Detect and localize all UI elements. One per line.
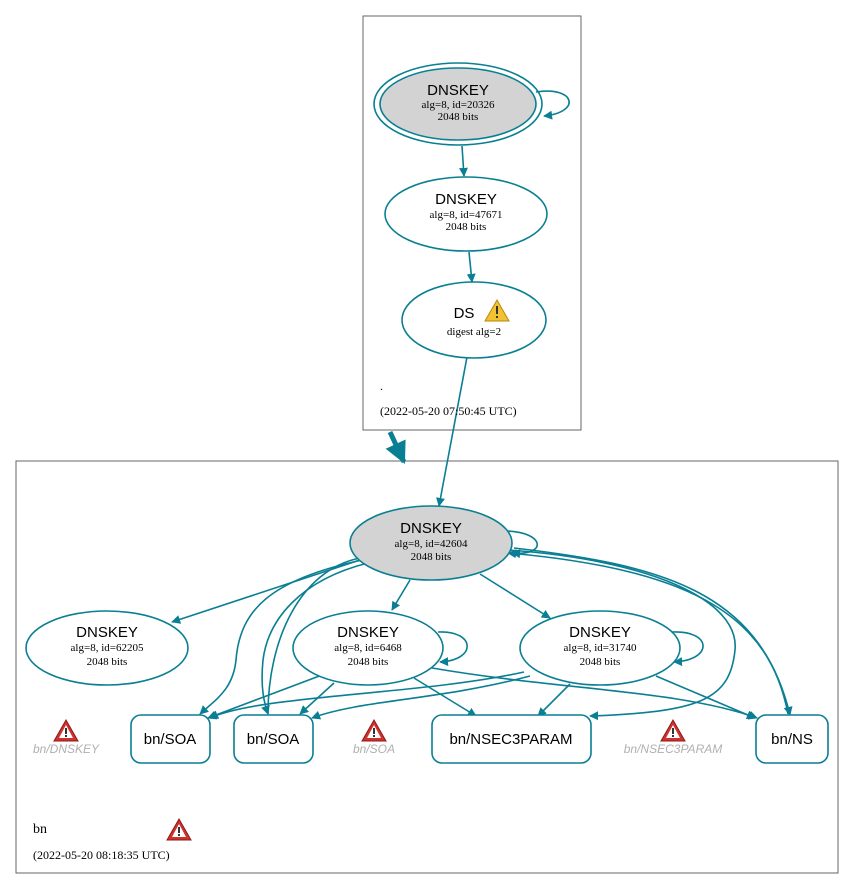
edge-6468-self: [437, 631, 468, 667]
node-detail: 2048 bits: [446, 221, 487, 233]
node-detail: alg=8, id=62205: [71, 642, 144, 654]
node-title: DNSKEY: [427, 82, 489, 99]
rrset-label: bn/SOA: [144, 731, 197, 748]
edge-soa-b-to-ksk: [267, 557, 361, 715]
edge-ds-to-bn-ksk: [436, 356, 468, 507]
node-bn-dnskey-6468[interactable]: DNSKEY alg=8, id=6468 2048 bits: [292, 610, 444, 686]
node-detail: alg=8, id=42604: [395, 538, 468, 550]
node-detail: alg=8, id=6468: [334, 642, 402, 654]
error-icon: [660, 718, 686, 742]
edge-31740-to-soa-b: [311, 675, 531, 720]
edge-31740-to-soa-a: [209, 671, 525, 719]
node-title: DNSKEY: [435, 191, 497, 208]
missing-label: bn/NSEC3PARAM: [624, 742, 722, 756]
node-title: DNSKEY: [400, 520, 462, 537]
rrset-label: bn/NS: [771, 731, 813, 748]
edge-root-ksk-to-zsk: [458, 145, 468, 177]
node-title: DS: [454, 305, 475, 322]
node-detail: 2048 bits: [580, 656, 621, 668]
node-missing-nsec3param[interactable]: bn/NSEC3PARAM: [624, 718, 722, 756]
error-icon: [53, 718, 79, 742]
node-missing-dnskey[interactable]: bn/DNSKEY: [33, 718, 100, 756]
node-detail: 2048 bits: [87, 656, 128, 668]
node-detail: 2048 bits: [411, 551, 452, 563]
bn-zone-box: [15, 460, 839, 874]
edge-ksk-to-soa-a: [199, 559, 363, 715]
edge-ksk-self: [505, 530, 538, 559]
node-detail: alg=8, id=20326: [422, 99, 495, 111]
node-detail: 2048 bits: [438, 111, 479, 123]
edge-31740-to-ns: [655, 675, 756, 719]
edge-root-zsk-to-ds: [466, 251, 476, 283]
error-icon: [166, 817, 192, 841]
error-icon: [361, 718, 387, 742]
node-detail: alg=8, id=31740: [564, 642, 637, 654]
edge-ksk-to-nsec3param: [507, 549, 736, 721]
node-bn-dnskey-31740[interactable]: DNSKEY alg=8, id=31740 2048 bits: [519, 610, 681, 686]
node-title: DNSKEY: [337, 624, 399, 641]
edge-ns-to-ksk: [507, 549, 789, 715]
node-detail: alg=8, id=47671: [430, 209, 503, 221]
node-title: DNSKEY: [569, 624, 631, 641]
edge-31740-to-nsec3param: [537, 683, 571, 717]
zone-timestamp: (2022-05-20 07:50:45 UTC): [380, 404, 517, 418]
zone-timestamp: (2022-05-20 08:18:35 UTC): [33, 848, 170, 862]
edge-31740-self: [671, 631, 704, 667]
edge-ksk-to-6468: [391, 579, 411, 611]
node-bn-nsec3param[interactable]: bn/NSEC3PARAM: [431, 714, 592, 764]
node-root-dnskey-zsk[interactable]: DNSKEY alg=8, id=47671 2048 bits: [384, 176, 548, 252]
edge-6468-to-ns: [431, 667, 758, 720]
node-bn-dnskey-42604[interactable]: DNSKEY alg=8, id=42604 2048 bits: [349, 505, 513, 581]
delegation-edge: [385, 430, 407, 464]
node-detail: 2048 bits: [348, 656, 389, 668]
node-root-dnskey-ksk[interactable]: DNSKEY alg=8, id=20326 2048 bits: [373, 62, 543, 146]
edge-root-ksk-self: [535, 90, 570, 120]
zone-name: bn: [33, 822, 47, 837]
node-title: DNSKEY: [76, 624, 138, 641]
edge-ksk-to-soa-b: [261, 562, 369, 715]
edge-ksk-to-31740: [479, 573, 551, 619]
node-bn-soa-a[interactable]: bn/SOA: [130, 714, 211, 764]
edge-6468-to-soa-a: [207, 674, 323, 720]
edge-6468-to-nsec3param: [413, 677, 477, 717]
node-root-ds[interactable]: DS digest alg=2: [401, 281, 547, 359]
zone-name: .: [380, 379, 383, 393]
node-bn-dnskey-62205[interactable]: DNSKEY alg=8, id=62205 2048 bits: [25, 610, 189, 686]
rrset-label: bn/SOA: [247, 731, 300, 748]
missing-label: bn/DNSKEY: [33, 742, 100, 756]
rrset-label: bn/NSEC3PARAM: [449, 731, 572, 748]
warning-icon: [484, 298, 510, 322]
node-bn-ns[interactable]: bn/NS: [755, 714, 829, 764]
root-zone-box: [362, 15, 582, 431]
missing-label: bn/SOA: [353, 742, 395, 756]
node-missing-soa[interactable]: bn/SOA: [353, 718, 395, 756]
node-detail: digest alg=2: [447, 326, 501, 338]
node-bn-soa-b[interactable]: bn/SOA: [233, 714, 314, 764]
